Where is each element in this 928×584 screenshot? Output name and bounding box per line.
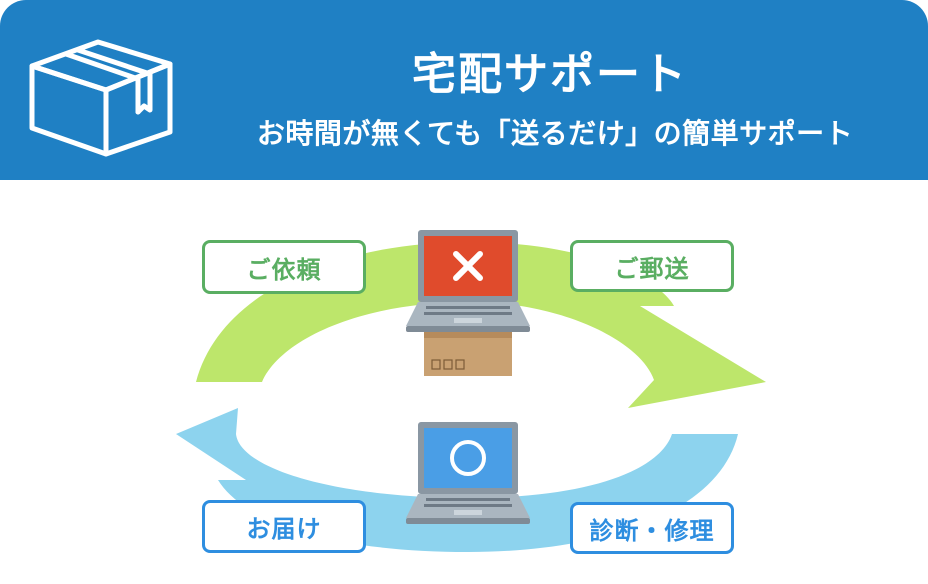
laptop-with-x-icon — [406, 230, 530, 332]
page-subtitle: お時間が無くても「送るだけ」の簡単サポート — [256, 117, 854, 150]
laptop-with-circle-icon — [406, 422, 530, 524]
step-request-label: ご依頼 — [202, 240, 366, 294]
cardboard-box-icon — [424, 332, 512, 376]
header-banner: 宅配サポート お時間が無くても「送るだけ」の簡単サポート — [0, 0, 928, 180]
step-delivery-label: お届け — [202, 500, 366, 553]
page-title: 宅配サポート — [412, 49, 688, 100]
package-box-icon — [29, 39, 173, 157]
step-shipping-label: ご郵送 — [570, 240, 734, 292]
step-repair-label: 診断・修理 — [570, 502, 734, 554]
